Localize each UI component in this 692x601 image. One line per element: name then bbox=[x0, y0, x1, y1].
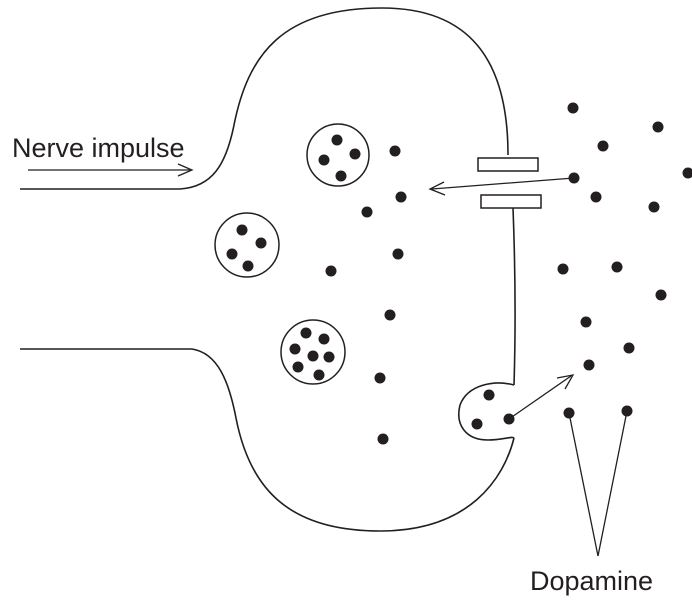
dopamine-dot bbox=[395, 191, 407, 203]
dopamine-dot bbox=[307, 350, 319, 362]
vesicle bbox=[306, 123, 370, 187]
dopamine-dot bbox=[292, 361, 304, 373]
dopamine-dot bbox=[300, 327, 312, 339]
dopamine-dot bbox=[318, 154, 330, 166]
dopamine-dot bbox=[242, 260, 254, 272]
membrane-segment bbox=[512, 207, 516, 386]
dopamine-dot bbox=[471, 418, 483, 430]
vesicle bbox=[214, 212, 280, 278]
dopamine-pointer-lines bbox=[568, 410, 628, 557]
dopamine-dot bbox=[331, 134, 343, 146]
axon-terminal-outline-lower bbox=[20, 348, 515, 532]
dopamine-dot bbox=[682, 167, 692, 179]
dopamine-dot bbox=[392, 248, 404, 260]
dopamine-dot bbox=[289, 343, 301, 355]
dopamine-dot bbox=[349, 148, 361, 160]
fusing-vesicle bbox=[458, 382, 515, 441]
reuptake-arrow bbox=[428, 177, 575, 196]
vesicle bbox=[280, 319, 346, 385]
dopamine-dot bbox=[655, 289, 667, 301]
dopamine-dot bbox=[557, 263, 569, 275]
dopamine-dot bbox=[389, 145, 401, 157]
dopamine-dot bbox=[583, 359, 595, 371]
dopamine-dot bbox=[597, 140, 609, 152]
dopamine-dot bbox=[648, 201, 660, 213]
dopamine-dot bbox=[652, 121, 664, 133]
dopamine-dot bbox=[325, 265, 337, 277]
dopamine-dot bbox=[313, 369, 325, 381]
dopamine-dot bbox=[377, 433, 389, 445]
transporter-bottom bbox=[480, 194, 542, 209]
dopamine-dot bbox=[255, 237, 267, 249]
dopamine-dot bbox=[236, 224, 248, 236]
nerve-impulse-label: Nerve impulse bbox=[12, 133, 185, 163]
dopamine-dot bbox=[335, 170, 347, 182]
dopamine-dot bbox=[611, 261, 623, 273]
dopamine-dot bbox=[361, 206, 373, 218]
transporter-top bbox=[477, 157, 539, 172]
nerve-impulse-arrow bbox=[28, 163, 194, 177]
release-arrow bbox=[508, 374, 575, 420]
dopamine-label: Dopamine bbox=[530, 566, 654, 596]
dopamine-dot bbox=[384, 309, 396, 321]
dopamine-dot bbox=[590, 191, 602, 203]
dopamine-dot bbox=[226, 248, 238, 260]
dopamine-dot bbox=[483, 389, 495, 401]
dopamine-dot bbox=[567, 102, 579, 114]
dopamine-dot bbox=[623, 342, 635, 354]
dopamine-dot bbox=[323, 351, 335, 363]
dopamine-dot bbox=[318, 333, 330, 345]
dopamine-dot bbox=[580, 316, 592, 328]
dopamine-dot bbox=[374, 372, 386, 384]
axon-terminal-outline bbox=[20, 7, 509, 190]
